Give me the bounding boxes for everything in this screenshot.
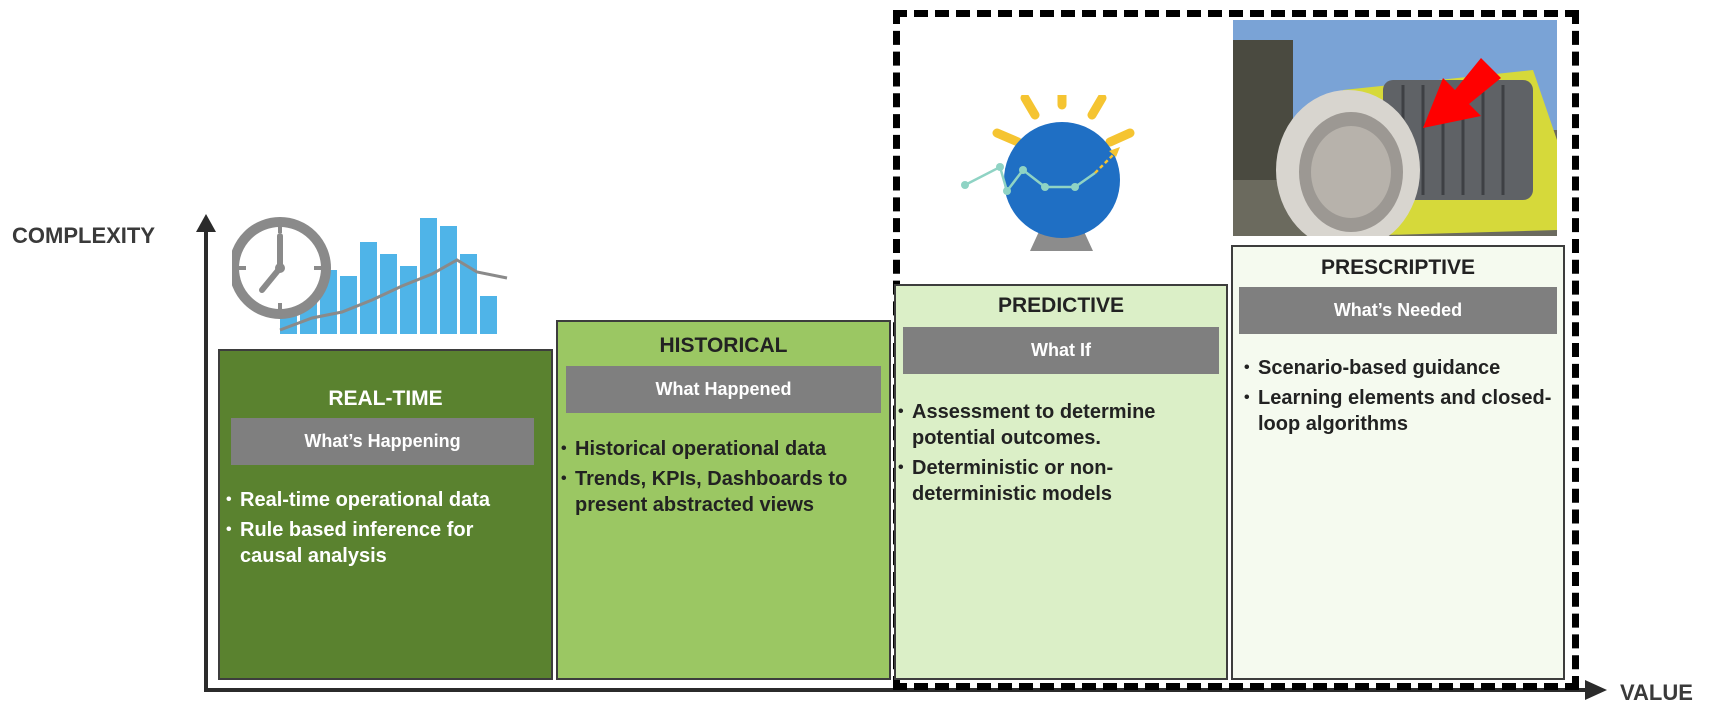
bullet-item: Deterministic or non-deterministic model… — [898, 455, 1220, 507]
x-axis-label: VALUE — [1620, 680, 1693, 705]
stage-subtitle-bar: What If — [903, 327, 1219, 374]
bullet-list: Scenario-based guidance Learning element… — [1244, 355, 1556, 441]
stage-title: PRESCRIPTIVE — [1320, 256, 1476, 279]
x-axis-arrow-icon — [1585, 680, 1607, 700]
red-arrow-icon — [1423, 58, 1501, 128]
stage-real-time: REAL-TIME What’s Happening Real-time ope… — [218, 349, 553, 680]
stage-subtitle-bar: What Happened — [566, 366, 881, 413]
y-axis-label: COMPLEXITY — [12, 223, 156, 248]
bullet-list: Real-time operational data Rule based in… — [226, 487, 526, 573]
crystal-ball-icon — [961, 95, 1135, 251]
bullet-item: Assessment to determine potential outcom… — [898, 399, 1220, 451]
bullet-item: Rule based inference for causal analysis — [226, 517, 526, 569]
bullet-list: Historical operational data Trends, KPIs… — [561, 436, 883, 522]
stage-historical: HISTORICAL What Happened Historical oper… — [556, 320, 891, 680]
y-axis-line — [204, 228, 208, 690]
bullet-item: Trends, KPIs, Dashboards to present abst… — [561, 466, 883, 518]
stage-title: HISTORICAL — [659, 334, 788, 357]
stage-predictive: PREDICTIVE What If Assessment to determi… — [894, 284, 1228, 680]
x-axis-line — [204, 688, 1589, 692]
bullet-item: Historical operational data — [561, 436, 883, 462]
stage-title: REAL-TIME — [328, 387, 443, 410]
clock-bar-chart-icon — [232, 217, 508, 334]
bullet-item: Learning elements and closed-loop algori… — [1244, 385, 1556, 437]
stage-title: PREDICTIVE — [997, 294, 1125, 317]
clock-icon — [232, 217, 331, 319]
stage-prescriptive: PRESCRIPTIVE What’s Needed Scenario-base… — [1231, 245, 1565, 680]
y-axis-arrow-icon — [196, 214, 216, 232]
bullet-item: Scenario-based guidance — [1244, 355, 1556, 381]
light-rays — [992, 95, 1135, 147]
stage-subtitle-bar: What’s Happening — [231, 418, 534, 465]
motor-photo — [1233, 20, 1557, 236]
stage-subtitle-bar: What’s Needed — [1239, 287, 1557, 334]
bullet-item: Real-time operational data — [226, 487, 526, 513]
bullet-list: Assessment to determine potential outcom… — [898, 399, 1220, 511]
